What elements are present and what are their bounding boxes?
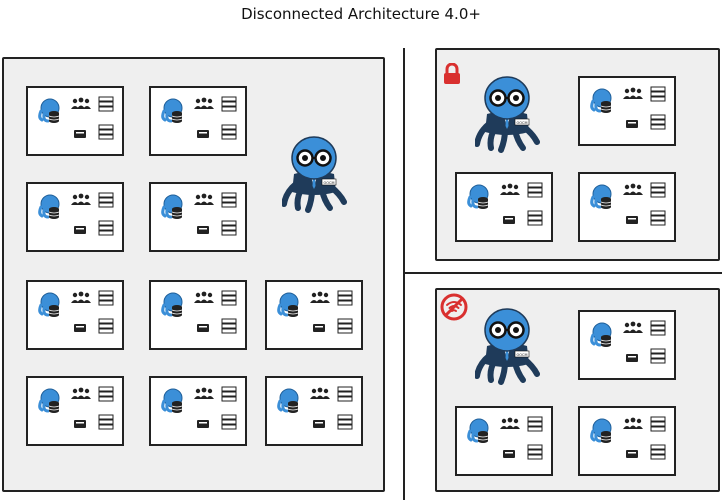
mascot-badge-label: OOCM — [324, 181, 335, 185]
no-wifi-icon — [440, 293, 468, 321]
mascot-badge-label: OOCM — [517, 121, 528, 125]
instance-tile — [578, 76, 676, 146]
instance-tile — [578, 172, 676, 242]
octopus-mascot-icon: OOCM — [475, 306, 541, 386]
instance-tile — [26, 376, 124, 446]
instance-tile — [578, 310, 676, 380]
horizontal-divider — [404, 272, 722, 274]
octopus-mascot-icon: OOCM — [475, 74, 541, 154]
instance-tile — [26, 86, 124, 156]
instance-tile — [578, 406, 676, 476]
vertical-divider — [403, 48, 405, 500]
instance-tile — [265, 280, 363, 350]
diagram-title: Disconnected Architecture 4.0+ — [241, 5, 481, 23]
instance-tile — [149, 182, 247, 252]
instance-tile — [26, 182, 124, 252]
lock-icon — [444, 63, 460, 84]
octopus-mascot-icon: OOCM — [282, 134, 348, 214]
instance-tile — [26, 280, 124, 350]
instance-tile — [455, 406, 553, 476]
instance-tile — [149, 86, 247, 156]
instance-tile — [149, 376, 247, 446]
instance-tile — [455, 172, 553, 242]
instance-tile — [149, 280, 247, 350]
mascot-badge-label: OOCM — [517, 353, 528, 357]
instance-tile — [265, 376, 363, 446]
